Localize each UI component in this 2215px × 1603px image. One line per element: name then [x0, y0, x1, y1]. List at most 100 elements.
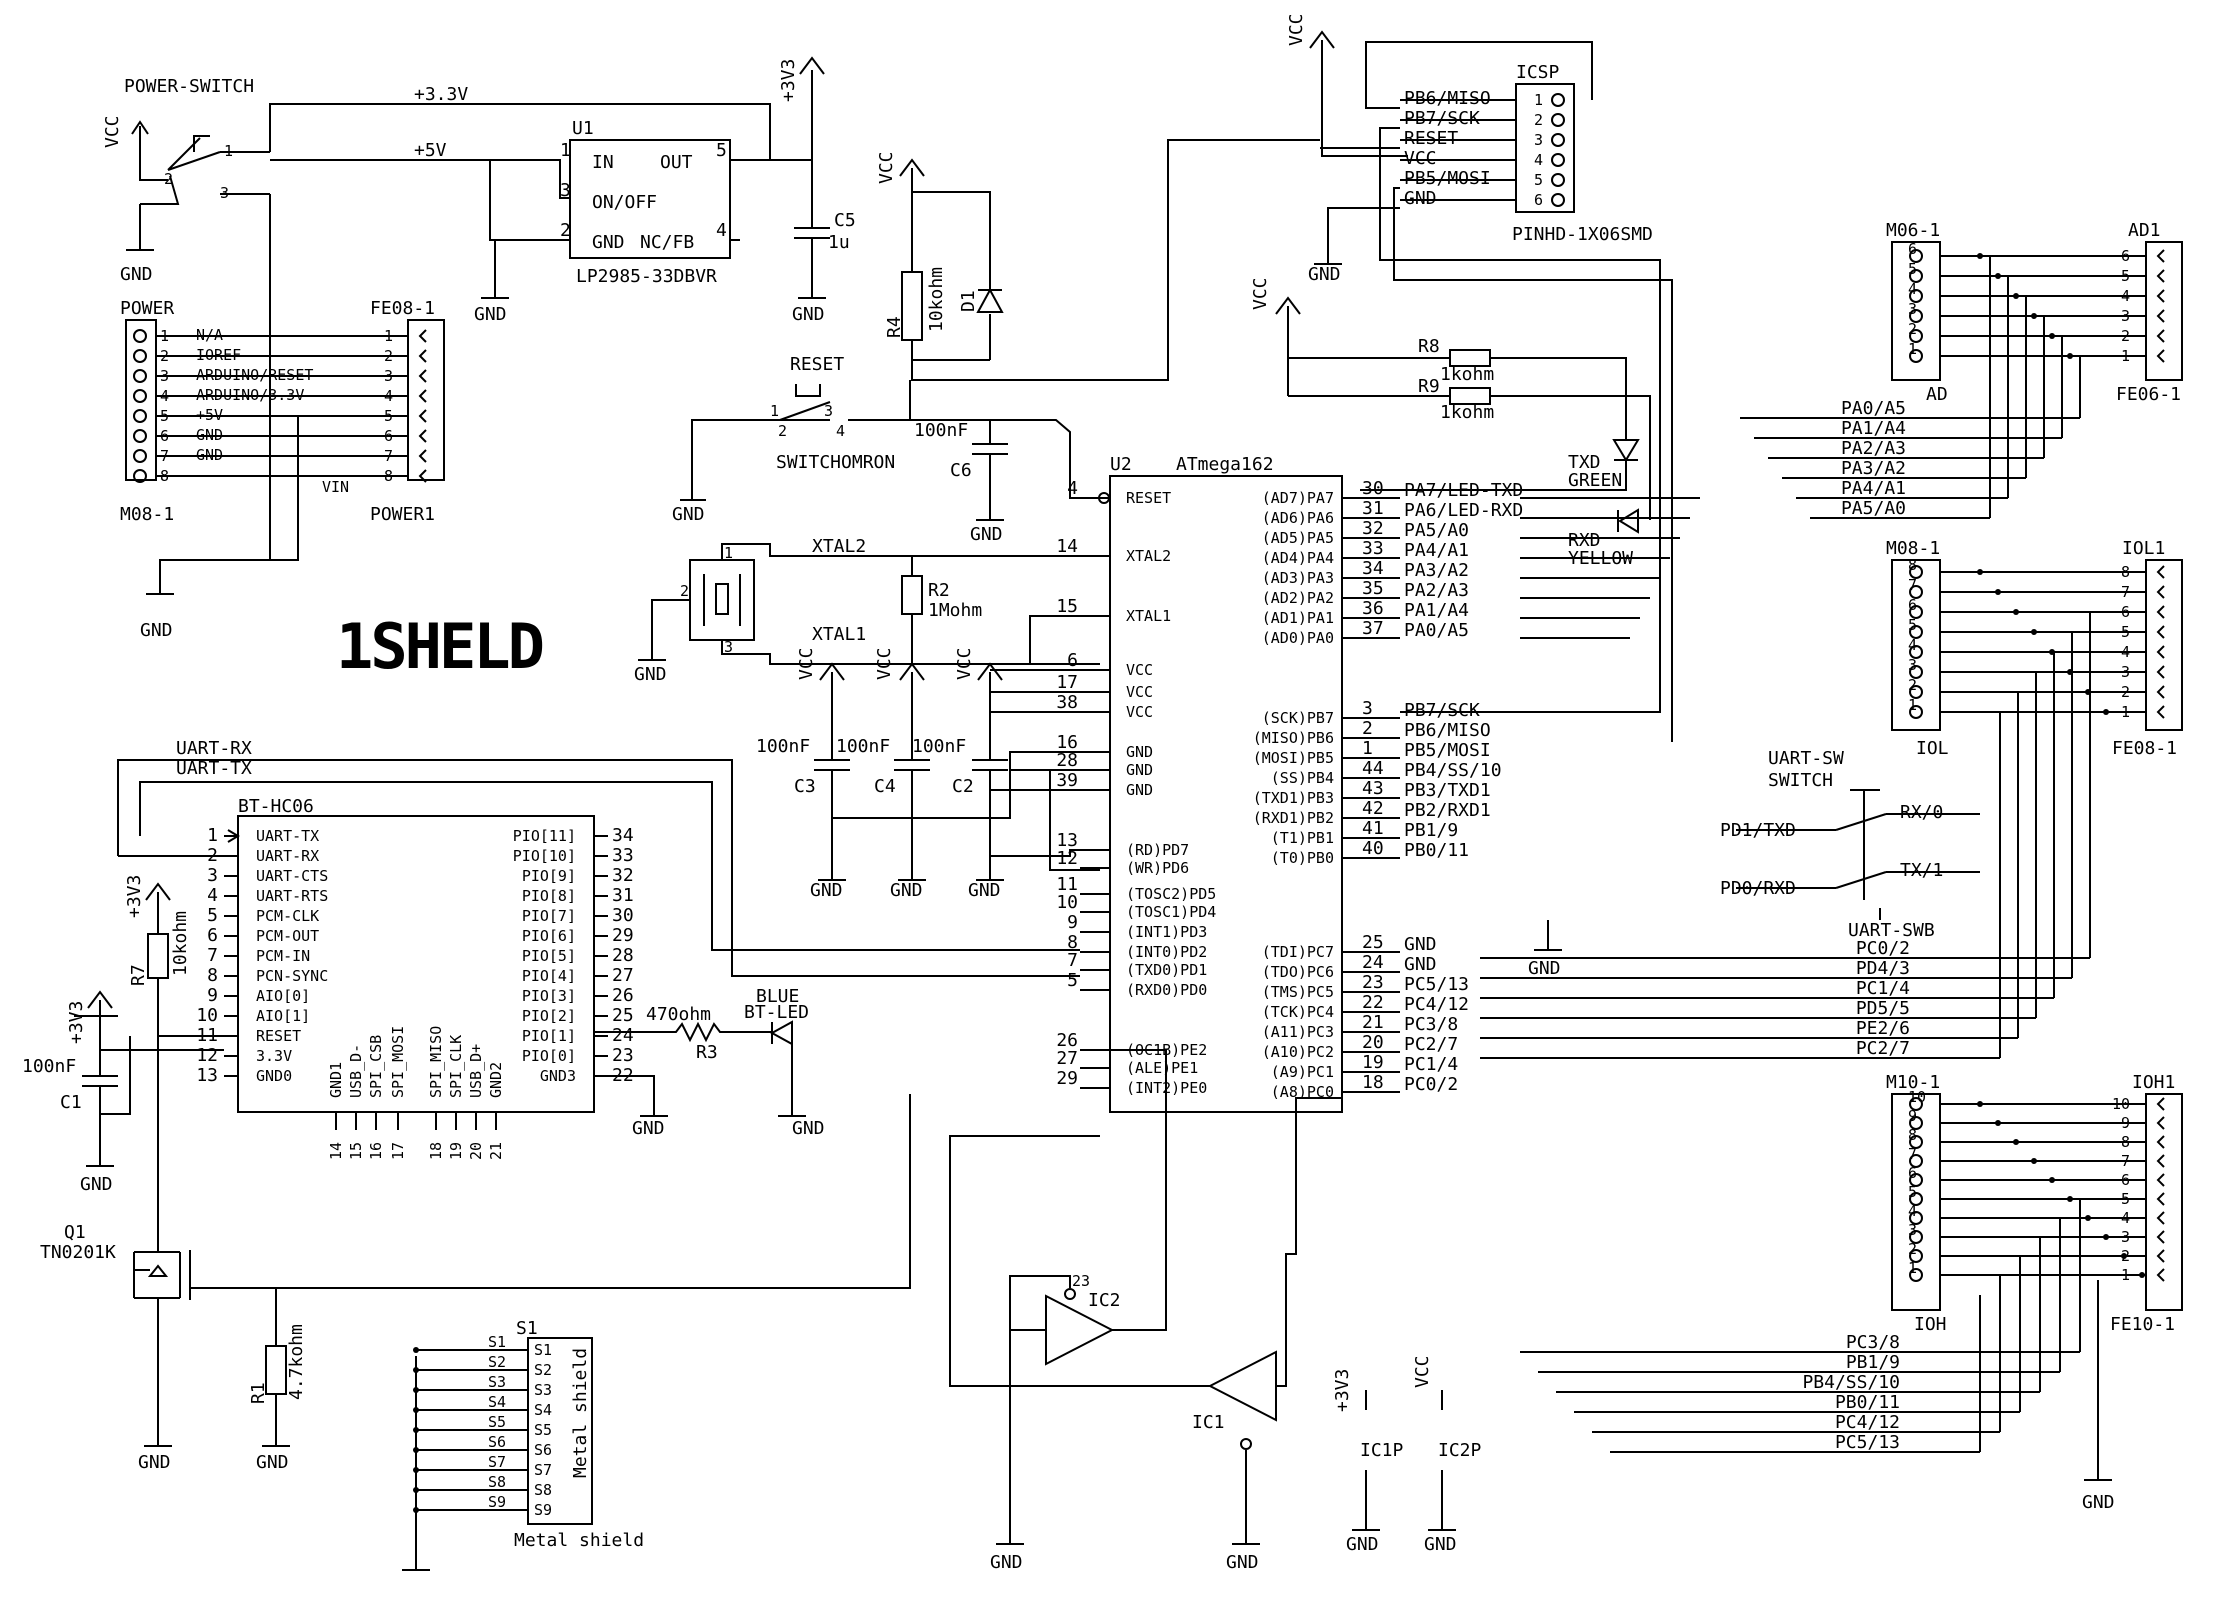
pin-name: (TXD0)PD1: [1126, 961, 1207, 979]
pin: [1909, 1154, 1923, 1168]
pin-num: 18: [1362, 1072, 1384, 1093]
pin-num: 43: [1362, 778, 1384, 799]
net-label: PC4/12: [1404, 994, 1469, 1015]
junction: [413, 1347, 419, 1353]
svg-text:M08-1: M08-1: [120, 504, 174, 525]
pin-name: RESET: [256, 1027, 301, 1045]
socket: [418, 389, 427, 403]
net-label: PA2/A3: [1404, 580, 1469, 601]
net-label: PB1/9: [1846, 1352, 1900, 1373]
svg-text:+3.3V: +3.3V: [414, 84, 468, 105]
pin-num: 9: [207, 985, 218, 1006]
svg-text:2: 2: [680, 582, 689, 600]
pin-num: 9: [1067, 912, 1078, 933]
pin-num: 34: [1362, 558, 1384, 579]
junction: [1977, 569, 1983, 575]
junction: [2013, 1139, 2019, 1145]
svg-text:IOL1: IOL1: [2122, 538, 2165, 559]
pin: [133, 329, 147, 343]
pin-name: PIO[2]: [522, 1007, 576, 1025]
svg-text:GREEN: GREEN: [1568, 470, 1622, 491]
pin-name: GND: [1126, 743, 1153, 761]
pin-name: S9: [488, 1493, 506, 1511]
pin: [133, 409, 147, 423]
pin: [1551, 113, 1565, 127]
pin: [133, 369, 147, 383]
pin-num: 44: [1362, 758, 1384, 779]
pin: [1551, 93, 1565, 107]
svg-text:M10-1: M10-1: [1886, 1072, 1940, 1093]
svg-text:GND: GND: [1404, 188, 1437, 209]
pin-num: 3: [1908, 300, 1917, 318]
junction: [2103, 709, 2109, 715]
svg-text:1: 1: [224, 142, 233, 160]
svg-text:GND: GND: [970, 524, 1003, 545]
svg-text:IC1: IC1: [1192, 1412, 1225, 1433]
pin-name: (AD3)PA3: [1262, 569, 1334, 587]
pin-name: USB_D-: [347, 1044, 365, 1098]
svg-text:IOH: IOH: [1914, 1314, 1947, 1335]
pin-num: 5: [207, 905, 218, 926]
pin-name: GND1: [327, 1062, 345, 1098]
pin-num: 2: [1908, 676, 1917, 694]
junction: [2013, 293, 2019, 299]
pin: [133, 349, 147, 363]
svg-text:100nF: 100nF: [22, 1056, 76, 1077]
pin-name: (TXD1)PB3: [1253, 789, 1334, 807]
svg-text:100nF: 100nF: [912, 736, 966, 757]
net-label: PC5/13: [1835, 1432, 1900, 1453]
pin-num: 6: [1908, 1164, 1917, 1182]
svg-text:LP2985-33DBVR: LP2985-33DBVR: [576, 266, 717, 287]
pin-name: (AD5)PA5: [1262, 529, 1334, 547]
pin-num: 3: [1362, 698, 1373, 719]
svg-text:4: 4: [716, 220, 727, 241]
svg-text:FE08-1: FE08-1: [2112, 738, 2177, 759]
svg-text:GND: GND: [1528, 958, 1561, 979]
pin-num: 7: [1908, 576, 1917, 594]
pin-name: RESET: [1126, 489, 1171, 507]
pin-num: 20: [1362, 1032, 1384, 1053]
socket: [418, 449, 427, 463]
svg-text:GND: GND: [792, 304, 825, 325]
pin-num: 4: [1067, 478, 1078, 499]
pin-num: 6: [207, 925, 218, 946]
pin-num: 3: [1908, 656, 1917, 674]
pin-name: S3: [534, 1381, 552, 1399]
socket: [2156, 585, 2165, 599]
svg-text:TXD: TXD: [1568, 452, 1601, 473]
pin-name: S8: [534, 1481, 552, 1499]
svg-text:FE10-1: FE10-1: [2110, 1314, 2175, 1335]
net-label: GND: [1404, 954, 1437, 975]
svg-text:VCC: VCC: [876, 151, 897, 184]
socket: [2156, 705, 2165, 719]
svg-text:VCC: VCC: [1404, 148, 1437, 169]
pin-num: 5: [1908, 1183, 1917, 1201]
socket: [2156, 1192, 2165, 1206]
pin-num: 26: [1056, 1030, 1078, 1051]
bt-power: +3V3 R7 10kohm +3V3 100nF C1 GND Q1 TN02…: [22, 875, 911, 1473]
svg-text:ARDUINO/RESET: ARDUINO/RESET: [196, 366, 313, 384]
pin-num: 9: [1908, 1107, 1917, 1125]
pin-num: 4: [1908, 1202, 1917, 1220]
socket: [2156, 1268, 2165, 1282]
svg-text:GND: GND: [634, 664, 667, 685]
net-label: PD5/5: [1856, 998, 1910, 1019]
c5: C5 1u GND: [792, 210, 856, 325]
pin-num: 25: [1362, 932, 1384, 953]
pin-name: AIO[0]: [256, 987, 310, 1005]
pin-name: GND3: [540, 1067, 576, 1085]
svg-text:NC/FB: NC/FB: [640, 232, 694, 253]
pin-num: 40: [1362, 838, 1384, 859]
pin: [1551, 153, 1565, 167]
svg-text:R9: R9: [1418, 376, 1440, 397]
svg-text:VCC: VCC: [796, 647, 817, 680]
pin-name: (MISO)PB6: [1253, 729, 1334, 747]
pin: [1909, 1097, 1923, 1111]
svg-text:M06-1: M06-1: [1886, 220, 1940, 241]
svg-text:VIN: VIN: [322, 478, 349, 496]
pin-name: (TDO)PC6: [1262, 963, 1334, 981]
svg-text:GND: GND: [1308, 264, 1341, 285]
net-label: PC2/7: [1404, 1034, 1458, 1055]
